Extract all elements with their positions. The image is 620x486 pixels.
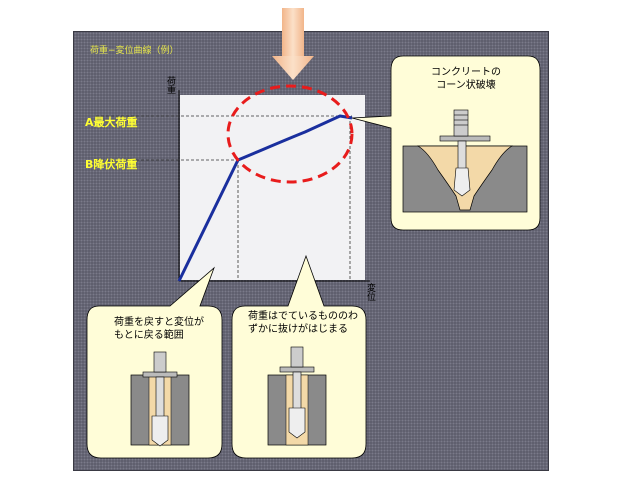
load-displacement-curve (177, 114, 353, 282)
elastic-range-bubble (86, 266, 223, 459)
anchor-bolt-icon (279, 346, 315, 439)
x-axis-label: 変位 (365, 283, 375, 301)
cone-failure-bubble (351, 55, 541, 231)
elastic-range-text: 荷重を戻すと変位がもとに戻る範囲 (114, 317, 204, 341)
max-load-label: A最大荷重 (85, 114, 138, 130)
yield-load-label: B降伏荷重 (85, 156, 137, 172)
slip-start-bubble (231, 254, 367, 459)
cone-failure-text: コンクリートの コーン状破壊 (431, 67, 501, 91)
slip-start-text: 荷重はでているもののわずかに抜けがはじまる (248, 311, 358, 335)
anchor-bolt-icon (439, 109, 491, 197)
anchor-bolt-icon (142, 351, 178, 447)
max-load-prefix: A (85, 116, 94, 129)
yield-load-text: 降伏荷重 (93, 158, 138, 171)
y-axis-label: 荷重 (165, 76, 175, 94)
max-load-text: 最大荷重 (93, 116, 138, 129)
highlight-ellipse (226, 84, 354, 184)
plot-area (180, 95, 365, 280)
header-note: 荷重−変位曲線（例） (90, 46, 179, 56)
load-arrow-icon (272, 8, 314, 80)
yield-load-prefix: B (85, 158, 94, 171)
